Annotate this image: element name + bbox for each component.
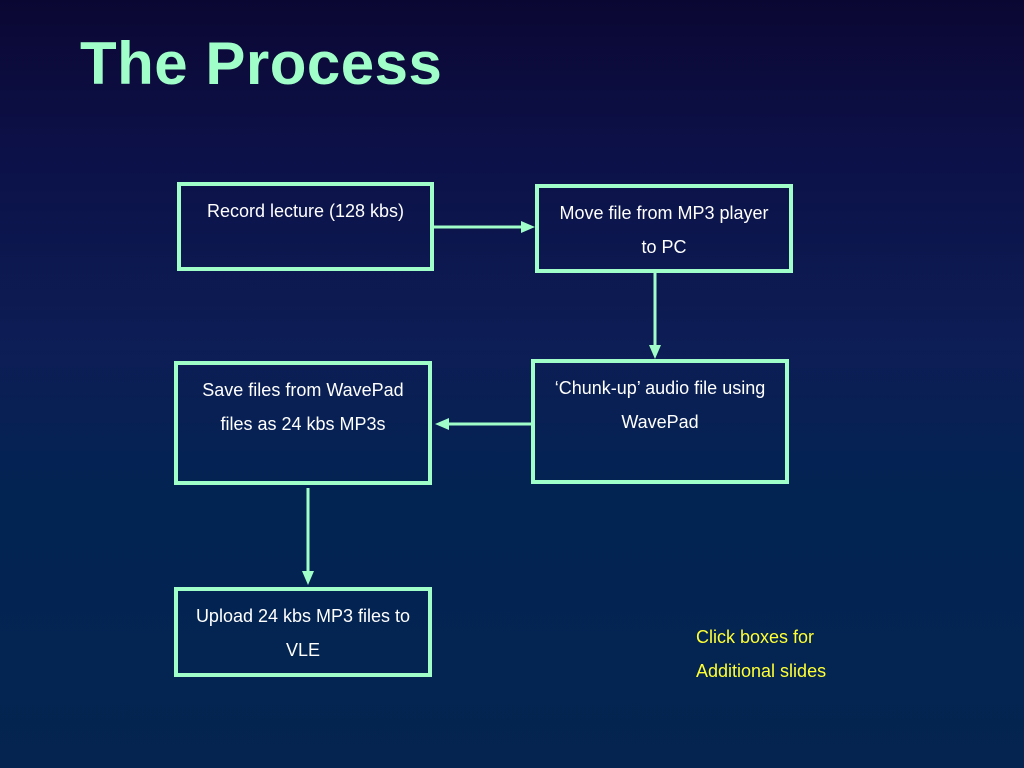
note-line: Click boxes for: [696, 627, 815, 647]
step-label: Upload 24 kbs MP3 files to VLE: [195, 606, 411, 660]
step-save-files[interactable]: Save files from WavePad files as 24 kbs …: [174, 361, 432, 485]
note-line: Additional slides: [696, 661, 827, 681]
arrowhead-right: [521, 221, 535, 233]
step-move-file[interactable]: Move file from MP3 player to PC: [535, 184, 793, 273]
step-label: ‘Chunk-up’ audio file using WavePad: [554, 378, 766, 432]
step-chunk-up-audio[interactable]: ‘Chunk-up’ audio file using WavePad: [531, 359, 789, 484]
step-record-lecture[interactable]: Record lecture (128 kbs): [177, 182, 434, 271]
slide-title: The Process: [80, 30, 443, 97]
step-label: Record lecture (128 kbs): [206, 201, 405, 221]
additional-slides-note: Click boxes for Additional slides: [696, 620, 826, 688]
step-label: Move file from MP3 player to PC: [559, 203, 769, 257]
arrowhead-down: [302, 571, 314, 585]
arrowhead-down: [649, 345, 661, 359]
arrowhead-left: [435, 418, 449, 430]
step-label: Save files from WavePad files as 24 kbs …: [202, 380, 404, 434]
step-upload-to-vle[interactable]: Upload 24 kbs MP3 files to VLE: [174, 587, 432, 677]
